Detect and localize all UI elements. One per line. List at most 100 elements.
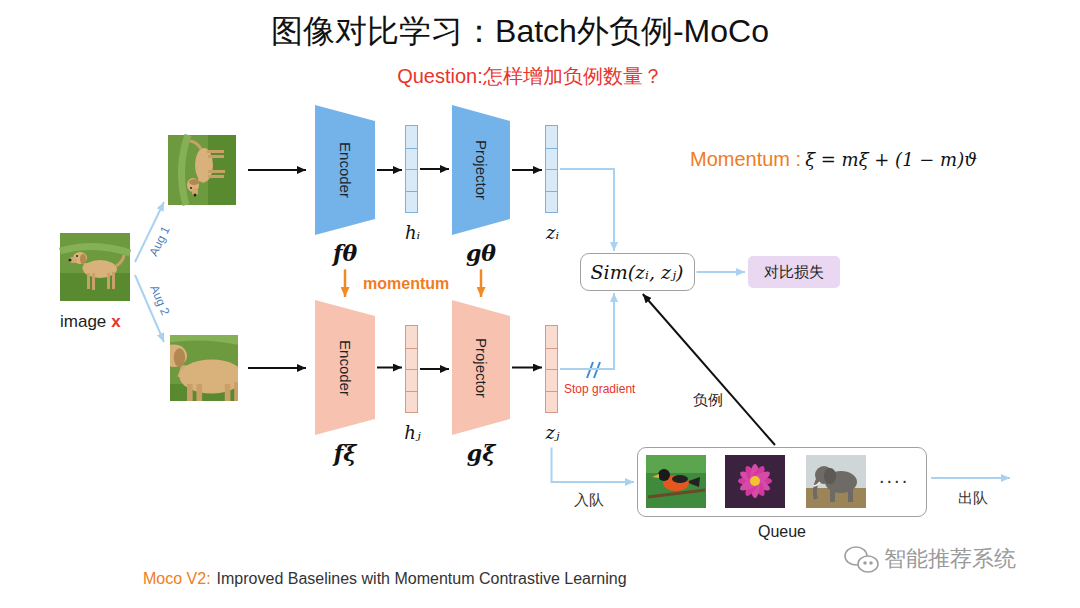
connector [377, 169, 402, 171]
illustration-part [738, 468, 772, 494]
illustration-part [848, 488, 853, 502]
connector [560, 169, 614, 251]
connector [560, 293, 614, 369]
watermark: 智能推荐系统 [884, 546, 1016, 572]
loss-box: 对比损失 [748, 256, 840, 288]
momentum-formula: ξ = mξ + (1 − m)ϑ [805, 149, 977, 171]
illustration-part [815, 479, 818, 499]
edge-label: momentum [363, 274, 449, 293]
aug1-photo [168, 135, 236, 205]
question-subtitle: Question:怎样增加负例数量？ [0, 64, 1060, 88]
illustration-part [652, 474, 659, 478]
image-variable: x [111, 312, 120, 332]
dequeue-arrow [931, 477, 1010, 479]
vector-name: zᵢ [532, 222, 573, 244]
illustration-part [858, 556, 878, 572]
projector-trapezoid: Projectorgξ [452, 300, 510, 435]
illustration-part [646, 455, 706, 473]
queue-ellipsis: .... [879, 464, 909, 488]
connector [344, 269, 347, 297]
image-label: image [60, 312, 106, 332]
function-symbol: fθ [305, 240, 385, 266]
connector [643, 294, 775, 445]
vector-cell-divider [546, 169, 557, 170]
similarity-box: Sim(zᵢ, zⱼ) [580, 253, 695, 291]
illustration-part [742, 464, 768, 498]
paper-name: Moco V2: [143, 569, 211, 588]
encoder-trapezoid: Encoderfξ [315, 300, 375, 435]
vector-name: hᵢ [392, 222, 433, 244]
function-symbol: fξ [305, 440, 385, 466]
box-text: Sim(zᵢ, zⱼ) [591, 261, 684, 284]
vector-name: hⱼ [392, 422, 433, 444]
trapezoid-fill [452, 300, 510, 435]
feature-vector: hᵢ [405, 125, 418, 213]
edge-label: 负例 [693, 391, 723, 409]
illustration-part [864, 562, 866, 564]
image-caption-row: imagex [60, 312, 121, 332]
trapezoid-fill [315, 105, 375, 235]
connector [377, 367, 402, 369]
vector-cell-divider [546, 369, 557, 370]
illustration-part [168, 135, 236, 205]
queue-name: Queue [638, 522, 926, 541]
feature-vector: hⱼ [405, 325, 418, 413]
elephant-photo [806, 455, 866, 508]
vector-cell-divider [406, 369, 417, 370]
connector [480, 269, 483, 297]
module-name: Encoder [336, 142, 354, 198]
module-name: Encoder [336, 340, 354, 396]
connector [512, 169, 542, 171]
dequeue-label: 出队 [958, 489, 988, 507]
function-symbol: gξ [442, 440, 520, 466]
illustration-part [750, 476, 760, 486]
edge-label: Stop gradient [564, 382, 635, 396]
connector [420, 168, 449, 170]
illustration-part [870, 562, 872, 564]
momentum-heading: Momentum : [690, 147, 801, 171]
vector-cell-divider [406, 391, 417, 392]
trapezoid-fill [452, 105, 510, 235]
wechat-icon [845, 547, 878, 572]
slide-title: 图像对比学习：Batch外负例-MoCo [0, 12, 1040, 50]
connector [420, 368, 449, 370]
image-x-photo [60, 233, 130, 301]
trapezoid-fill [315, 300, 375, 435]
vector-cell-divider [406, 148, 417, 149]
vector-cell-divider [406, 169, 417, 170]
edge-label: 入队 [574, 491, 604, 509]
caption-row: Moco V2: Improved Baselines with Momentum… [143, 569, 627, 588]
illustration-part [806, 455, 866, 508]
illustration-part [648, 490, 705, 497]
illustration-part [646, 455, 706, 508]
illustration-part [672, 475, 688, 483]
function-symbol: gθ [442, 240, 520, 266]
paper-title: Improved Baselines with Momentum Contras… [217, 569, 627, 588]
embedding-vector: zⱼ [545, 325, 558, 413]
input-arrow [248, 367, 306, 369]
vector-cell-divider [546, 391, 557, 392]
illustration-part [742, 464, 768, 498]
vector-cell-divider [546, 148, 557, 149]
box-text: 对比损失 [764, 263, 824, 281]
flower-photo [725, 455, 785, 508]
connector [552, 448, 635, 482]
encoder-trapezoid: Encoderfθ [315, 105, 375, 235]
connector [697, 271, 746, 273]
queue-box: Queue [637, 447, 927, 517]
illustration-part [830, 488, 835, 502]
aug2-photo [136, 309, 268, 437]
input-arrow [248, 169, 306, 171]
vector-cell-divider [406, 191, 417, 192]
illustration-part [824, 468, 836, 484]
module-name: Projector [472, 140, 490, 200]
illustration-part [136, 309, 268, 437]
momentum-formula-row: Momentum :ξ = mξ + (1 − m)ϑ [690, 147, 977, 171]
connector [512, 367, 542, 369]
vector-cell-divider [406, 348, 417, 349]
illustration-part [725, 455, 785, 508]
module-name: Projector [472, 337, 490, 397]
illustration-part [813, 482, 820, 486]
vector-cell-divider [546, 191, 557, 192]
